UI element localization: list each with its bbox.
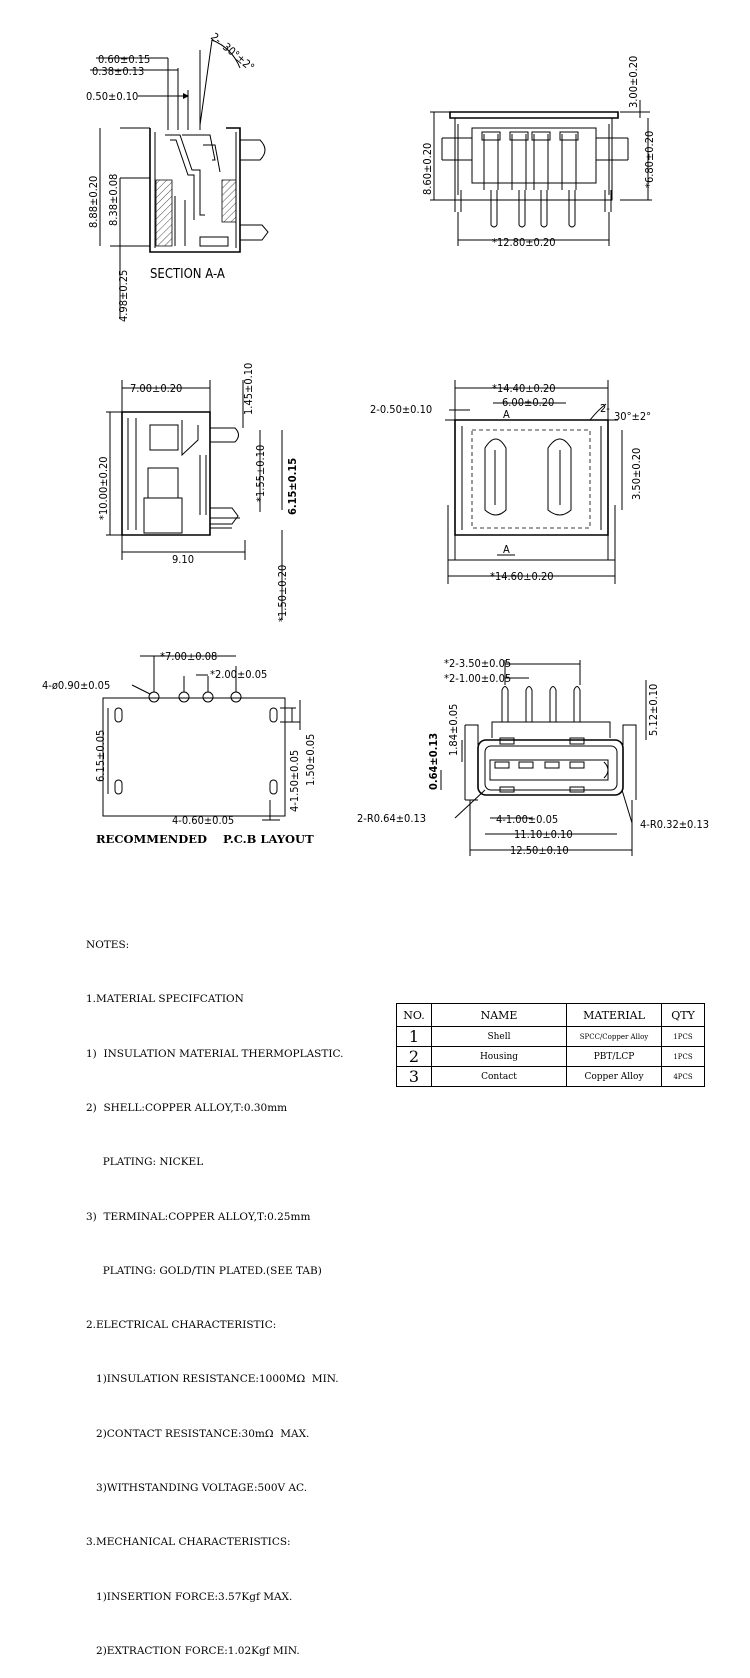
bom-header-row: NO. NAME MATERIAL QTY	[396, 1003, 705, 1027]
top-section-mark-top: A	[503, 408, 510, 421]
table-row: 1 Shell SPCC/Copper Alloy 1PCS	[396, 1026, 705, 1047]
front-top-view	[430, 100, 652, 246]
notes-line: 1) INSULATION MATERIAL THERMOPLASTIC.	[86, 1047, 344, 1060]
top-view	[445, 380, 623, 584]
section-h2: 8.38±0.08	[107, 174, 120, 226]
notes-line: 2) SHELL:COPPER ALLOY,T:0.30mm	[86, 1102, 288, 1115]
bom-cell: 1	[396, 1026, 432, 1047]
side-d2: *1.55±0.10	[254, 445, 267, 502]
notes-line: 1.MATERIAL SPECIFCATION	[86, 993, 244, 1006]
side-d4: *1.50±0.20	[276, 565, 289, 622]
side-view	[106, 380, 283, 620]
bom-cell: Shell	[431, 1026, 567, 1047]
side-d3: 6.15±0.15	[286, 458, 299, 515]
side-w1: 7.00±0.20	[130, 382, 182, 395]
top-angle-count: 2-	[600, 402, 610, 415]
front-h1: 5.12±0.10	[647, 684, 660, 736]
side-d1: 1.45±0.10	[242, 363, 255, 415]
pcb-title: RECOMMENDED P.C.B LAYOUT	[96, 832, 314, 846]
top-w3: *14.60±0.20	[490, 570, 554, 583]
front-top-w1: *12.80±0.20	[492, 236, 556, 249]
section-h1: 8.88±0.20	[87, 176, 100, 228]
table-row: 3 Contact Copper Alloy 4PCS	[396, 1066, 705, 1087]
notes-line: 1)INSERTION FORCE:3.57Kgf MAX.	[86, 1590, 293, 1603]
section-d1: 0.60±0.15	[98, 53, 150, 66]
front-r1: 2-R0.64±0.13	[357, 812, 426, 825]
notes-line: 1)INSULATION RESISTANCE:1000MΩ MIN.	[86, 1373, 339, 1386]
front-r2: 4-R0.32±0.13	[640, 818, 709, 831]
side-w2: 9.10	[172, 553, 194, 566]
section-view	[90, 39, 269, 318]
bom-cell: 4PCS	[661, 1066, 705, 1087]
section-h3: 4.98±0.25	[117, 270, 130, 322]
front-w1: 4-1.00±0.05	[496, 813, 558, 826]
section-d3: 0.50±0.10	[86, 90, 138, 103]
front-p1: *2-3.50±0.05	[444, 657, 511, 670]
bom-table: NO. NAME MATERIAL QTY 1 Shell SPCC/Coppe…	[396, 1003, 705, 1087]
front-view	[440, 660, 647, 856]
notes-line: NOTES:	[86, 939, 130, 952]
side-h1: *10.00±0.20	[97, 456, 110, 520]
notes-line: 3)WITHSTANDING VOLTAGE:500V AC.	[86, 1482, 308, 1494]
bom-header-material: MATERIAL	[566, 1003, 662, 1027]
bom-cell: 3	[396, 1066, 432, 1087]
notes-line: 2.ELECTRICAL CHARACTERISTIC:	[86, 1319, 277, 1332]
section-title: SECTION A-A	[150, 267, 225, 282]
pcb-slot: 4-0.60±0.05	[172, 814, 234, 827]
bom-cell: 1PCS	[661, 1026, 705, 1047]
bom-cell: Contact	[431, 1066, 567, 1087]
bom-cell: Housing	[431, 1046, 567, 1067]
pcb-p1: *7.00±0.08	[160, 650, 217, 663]
front-h2: 1.84±0.05	[447, 704, 460, 756]
section-angle: 30°±2°	[220, 40, 257, 74]
front-top-h3: *6.80±0.20	[643, 131, 656, 188]
notes-line: 2)CONTACT RESISTANCE:30mΩ MAX.	[86, 1427, 310, 1440]
bom-header-name: NAME	[431, 1003, 567, 1027]
bom-cell: 2	[396, 1046, 432, 1067]
pcb-h1: 6.15±0.05	[94, 730, 107, 782]
top-w2: 6.00±0.20	[502, 396, 554, 409]
front-w2: 11.10±0.10	[514, 828, 573, 841]
top-angle: 30°±2°	[614, 410, 651, 423]
front-p2: *2-1.00±0.05	[444, 672, 511, 685]
front-h3: 0.64±0.13	[427, 733, 440, 790]
bom-header-qty: QTY	[661, 1003, 705, 1027]
notes-block: NOTES: 1.MATERIAL SPECIFCATION 1) INSULA…	[86, 900, 344, 1678]
front-top-h2: 3.00±0.20	[627, 56, 640, 108]
notes-line: PLATING: NICKEL	[86, 1156, 204, 1169]
table-row: 2 Housing PBT/LCP 1PCS	[396, 1046, 705, 1067]
front-top-h1: 8.60±0.20	[421, 143, 434, 195]
notes-line: PLATING: GOLD/TIN PLATED.(SEE TAB)	[86, 1264, 322, 1277]
bom-cell: 1PCS	[661, 1046, 705, 1067]
notes-line: 2)EXTRACTION FORCE:1.02Kgf MIN.	[86, 1644, 300, 1657]
front-w3: 12.50±0.10	[510, 844, 569, 857]
bom-cell: SPCC/Copper Alloy	[566, 1026, 662, 1047]
top-section-mark-bottom: A	[503, 543, 510, 556]
pcb-p2: *2.00±0.05	[210, 668, 267, 681]
top-d1: 2-0.50±0.10	[370, 403, 432, 416]
bom-header-no: NO.	[396, 1003, 432, 1027]
pcb-hole: 4-ø0.90±0.05	[42, 679, 110, 692]
pcb-v2: 1.50±0.05	[304, 734, 317, 786]
section-angle-count: 2-	[208, 30, 224, 47]
notes-line: 3.MECHANICAL CHARACTERISTICS:	[86, 1536, 291, 1549]
top-w1: *14.40±0.20	[492, 382, 556, 395]
section-d2: 0.38±0.13	[92, 65, 144, 78]
notes-line: 3) TERMINAL:COPPER ALLOY,T:0.25mm	[86, 1210, 311, 1223]
pcb-layout-view	[102, 655, 301, 821]
pcb-v1: 4-1.50±0.05	[288, 750, 301, 812]
bom-cell: PBT/LCP	[566, 1046, 662, 1067]
bom-cell: Copper Alloy	[566, 1066, 662, 1087]
technical-drawing: 0.60±0.15 0.38±0.13 0.50±0.10 2- 30°±2° …	[42, 30, 709, 857]
top-h1: 3.50±0.20	[630, 448, 643, 500]
